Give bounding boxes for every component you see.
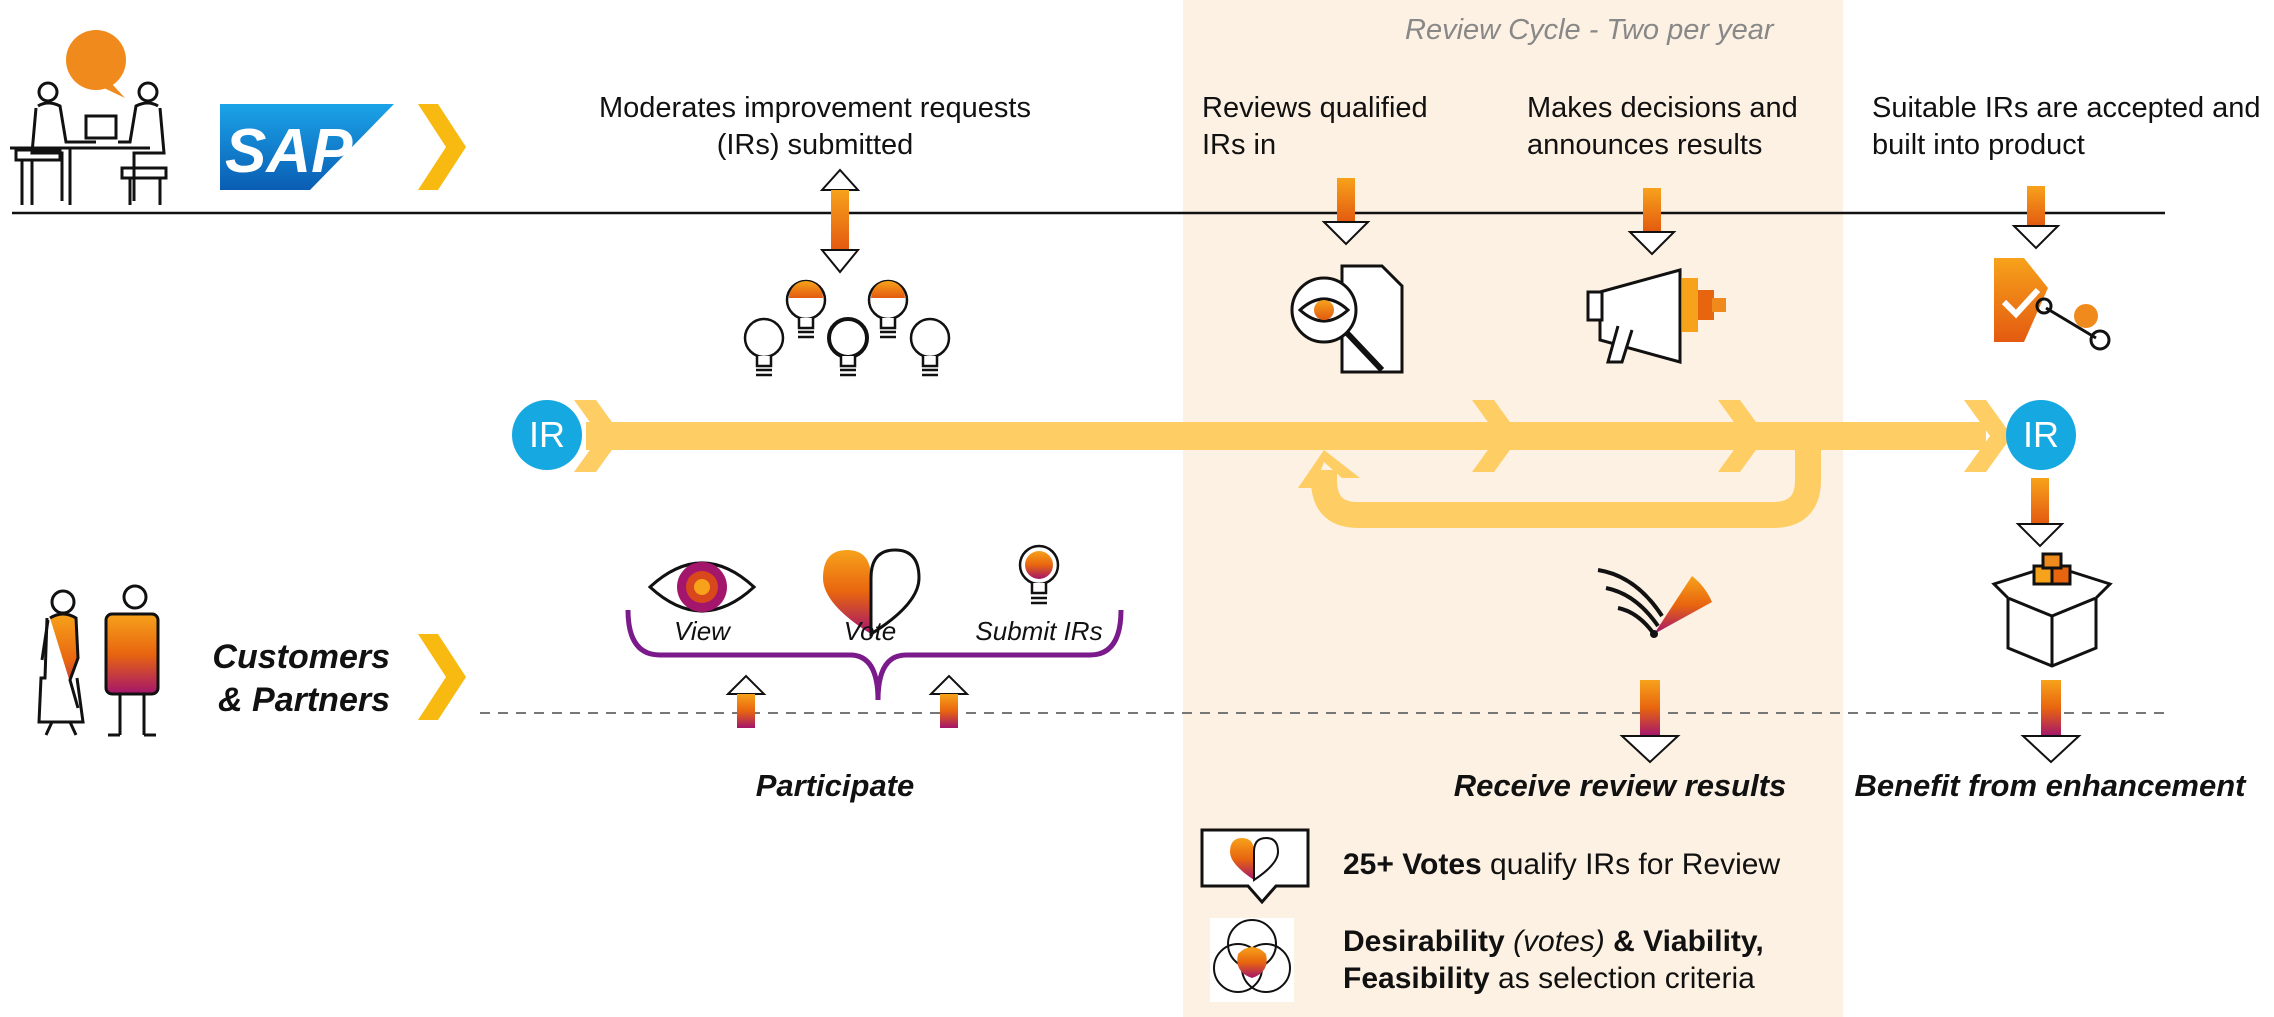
- note-criteria-line2: Feasibility as selection criteria: [1343, 960, 1764, 997]
- outcome-benefit: Benefit from enhancement: [1854, 768, 2246, 803]
- lightbulbs-icon: [743, 279, 951, 377]
- megaphone-icon: [1586, 268, 1726, 364]
- note-votes-rest: qualify IRs for Review: [1481, 848, 1781, 881]
- sap-chevron-icon: [418, 104, 466, 190]
- action-vote-label: Vote: [843, 616, 897, 646]
- criteria-venn-icon: [1210, 918, 1294, 1002]
- ir-end-badge: IR: [2006, 400, 2076, 470]
- receive-down-arrow-icon: [1619, 680, 1681, 764]
- moderate-double-arrow-icon: [819, 168, 861, 274]
- note-votes-bold: 25+ Votes: [1343, 848, 1482, 881]
- outcome-participate: Participate: [755, 768, 915, 803]
- sap-step-review: Reviews qualified IRs in: [1202, 92, 1428, 161]
- document-magnifier-icon: [1290, 264, 1404, 374]
- note-criteria-line1: Desirability (votes) & Viability,: [1343, 923, 1764, 960]
- eye-icon: [647, 561, 757, 613]
- sap-step-accept: Suitable IRs are accepted and built into…: [1872, 92, 2261, 161]
- vote-speech-bubble-icon: [1200, 828, 1310, 905]
- customers-figures-icon: [37, 584, 160, 737]
- sap-logo: SAP ®: [220, 104, 394, 190]
- note-criteria-viability: & Viability,: [1604, 925, 1764, 958]
- participate-up-arrow-left-icon: [725, 674, 767, 728]
- note-criteria-votes: (votes): [1504, 925, 1605, 958]
- participate-bracket: [625, 609, 1124, 701]
- sap-employees-icon: [10, 30, 168, 205]
- product-box-icon: [1991, 552, 2113, 668]
- broadcast-icon: [1597, 568, 1712, 638]
- note-criteria-rest: as selection criteria: [1489, 962, 1755, 995]
- benefit-down-arrow-icon: [2020, 680, 2082, 764]
- review-down-arrow-icon: [1321, 178, 1371, 246]
- note-criteria: Desirability (votes) & Viability, Feasib…: [1343, 923, 1764, 997]
- action-submit-label: Submit IRs: [975, 616, 1103, 646]
- review-cycle-label: Review Cycle - Two per year: [1405, 14, 1774, 46]
- customers-label-line2: & Partners: [218, 681, 390, 719]
- heart-icon: [823, 548, 921, 637]
- customers-label-line1: Customers: [212, 638, 390, 676]
- note-criteria-feasibility: Feasibility: [1343, 962, 1490, 995]
- checklist-tools-icon: [1994, 258, 2111, 351]
- outcome-receive: Receive review results: [1453, 768, 1787, 803]
- build-down-arrow-icon: [2015, 478, 2065, 548]
- svg-text:®: ®: [328, 175, 338, 190]
- ir-start-badge: IR: [512, 400, 582, 470]
- sap-step-decide: Makes decisions and announces results: [1527, 92, 1798, 161]
- note-votes: 25+ Votes qualify IRs for Review: [1343, 846, 1780, 883]
- lightbulb-icon: [1018, 544, 1060, 605]
- customers-label: Customers & Partners: [190, 636, 390, 722]
- note-criteria-desirability: Desirability: [1343, 925, 1505, 958]
- svg-text:SAP: SAP: [225, 117, 353, 186]
- participate-up-arrow-right-icon: [928, 674, 970, 728]
- ir-flow: [574, 400, 2012, 528]
- sap-step-moderate: Moderates improvement requests (IRs) sub…: [599, 92, 1031, 161]
- decide-down-arrow-icon: [1627, 188, 1677, 256]
- accept-down-arrow-icon: [2011, 186, 2061, 250]
- action-view-label: View: [674, 616, 730, 646]
- customers-chevron-icon: [418, 634, 466, 720]
